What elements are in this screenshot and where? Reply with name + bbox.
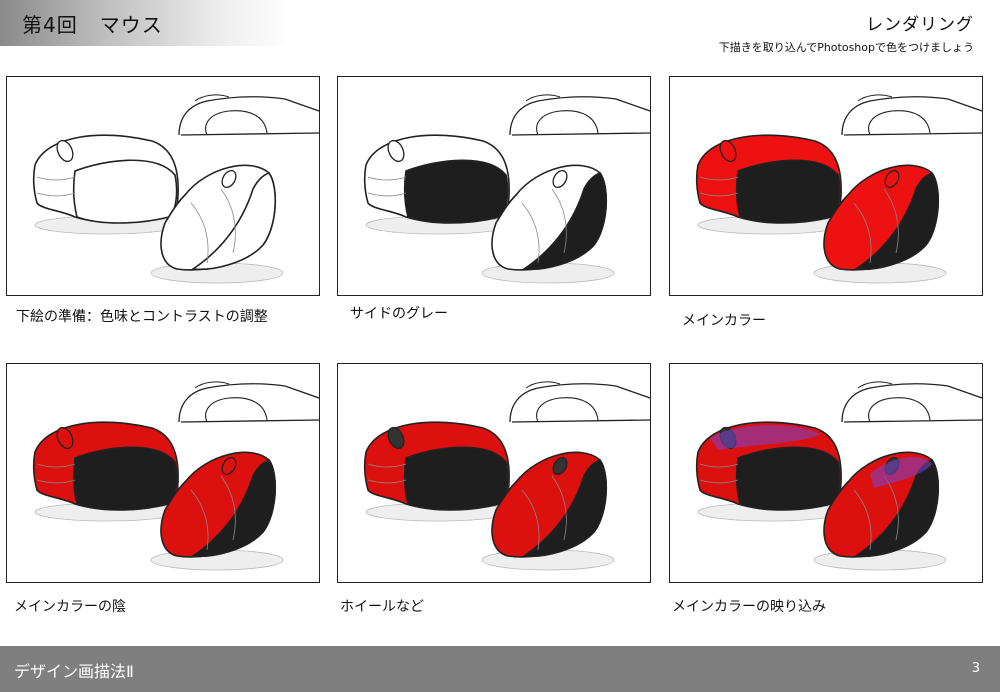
hand-finger-curl xyxy=(205,110,268,136)
page-number: 3 xyxy=(971,661,980,676)
hand-finger-curl xyxy=(205,397,268,423)
mouse-2-wheel xyxy=(552,456,568,476)
mouse-1-reflection xyxy=(710,425,820,450)
step-caption-1: 下絵の準備：色味とコントラストの調整 xyxy=(16,309,268,325)
hand-outline-bottom xyxy=(180,419,319,423)
mouse-1-side xyxy=(72,159,178,224)
mouse-rendering-illustration xyxy=(695,94,982,284)
step-caption-5: ホイールなど xyxy=(340,599,424,615)
mouse-1-wheel xyxy=(719,139,737,163)
mouse-2-wheel xyxy=(221,456,237,476)
step-panel-6 xyxy=(669,363,983,583)
mouse-2-side xyxy=(521,172,608,271)
mouse-2-guide-lines xyxy=(190,188,236,264)
hand-finger-curl xyxy=(536,397,599,423)
hand-finger-curl xyxy=(868,397,931,423)
hand-outline-top xyxy=(841,383,982,423)
step-caption-2: サイドのグレー xyxy=(350,306,448,322)
step-caption-4: メインカラーの陰 xyxy=(14,599,126,615)
hand-finger-curl xyxy=(536,110,599,136)
mouse-1-side xyxy=(735,446,841,511)
mouse-2-guide-lines xyxy=(190,475,236,551)
mouse-1-guide-lines xyxy=(367,463,407,484)
hand-outline-top xyxy=(841,96,982,136)
hand-outline-bottom xyxy=(511,419,650,423)
mouse-rendering-illustration xyxy=(363,381,650,571)
mouse-2-side xyxy=(190,172,277,271)
mouse-1-guide-lines xyxy=(699,176,739,197)
mouse-2-side xyxy=(190,459,277,558)
mouse-1-wheel xyxy=(56,426,74,450)
mouse-1-guide-lines xyxy=(699,463,739,484)
mouse-rendering-illustration xyxy=(363,94,650,284)
course-title: デザイン画描法Ⅱ xyxy=(14,662,134,681)
mouse-1-wheel xyxy=(387,426,405,450)
section-subtitle: 下描きを取り込んでPhotoshopで色をつけましょう xyxy=(718,41,974,54)
lecture-number: 第4回 xyxy=(22,13,78,37)
step-panel-5 xyxy=(337,363,651,583)
footer-bar: デザイン画描法Ⅱ 3 xyxy=(0,646,1000,692)
mouse-1-wheel xyxy=(56,139,74,163)
mouse-rendering-illustration xyxy=(695,381,982,571)
mouse-1-wheel xyxy=(387,139,405,163)
mouse-rendering-illustration xyxy=(32,381,319,571)
mouse-1-guide-lines xyxy=(367,176,407,197)
lecture-title: 第4回マウス xyxy=(22,9,163,38)
hand-outline-top xyxy=(178,96,319,136)
hand-outline-top xyxy=(509,383,650,423)
mouse-2-side xyxy=(853,172,940,271)
lecture-topic: マウス xyxy=(99,13,163,37)
mouse-1-side xyxy=(735,159,841,224)
mouse-1-guide-lines xyxy=(36,176,76,197)
mouse-2-side xyxy=(521,459,608,558)
mouse-1-guide-lines xyxy=(36,463,76,484)
step-panel-4 xyxy=(6,363,320,583)
mouse-2-wheel xyxy=(221,169,237,189)
hand-outline-bottom xyxy=(843,419,982,423)
hand-outline-top xyxy=(509,96,650,136)
hand-thumb-line xyxy=(857,381,893,389)
step-panel-2 xyxy=(337,76,651,296)
header-band xyxy=(0,0,290,46)
mouse-2-guide-lines xyxy=(521,475,567,551)
hand-thumb-line xyxy=(525,381,561,389)
step-caption-6: メインカラーの映り込み xyxy=(672,599,826,615)
mouse-2-guide-lines xyxy=(521,188,567,264)
hand-thumb-line xyxy=(194,94,230,102)
hand-outline-top xyxy=(178,383,319,423)
mouse-1-side xyxy=(403,446,509,511)
hand-thumb-line xyxy=(194,381,230,389)
hand-finger-curl xyxy=(868,110,931,136)
mouse-2-guide-lines xyxy=(853,188,899,264)
mouse-1-side xyxy=(403,159,509,224)
mouse-2-wheel xyxy=(884,169,900,189)
step-caption-3: メインカラー xyxy=(682,313,766,329)
step-panel-3 xyxy=(669,76,983,296)
hand-outline-bottom xyxy=(511,132,650,136)
mouse-1-side xyxy=(72,446,178,511)
mouse-rendering-illustration xyxy=(32,94,319,284)
hand-outline-bottom xyxy=(180,132,319,136)
mouse-2-reflection xyxy=(870,457,932,488)
step-panel-1 xyxy=(6,76,320,296)
mouse-2-wheel xyxy=(552,169,568,189)
hand-outline-bottom xyxy=(843,132,982,136)
section-title: レンダリング xyxy=(866,15,974,35)
hand-thumb-line xyxy=(857,94,893,102)
hand-thumb-line xyxy=(525,94,561,102)
